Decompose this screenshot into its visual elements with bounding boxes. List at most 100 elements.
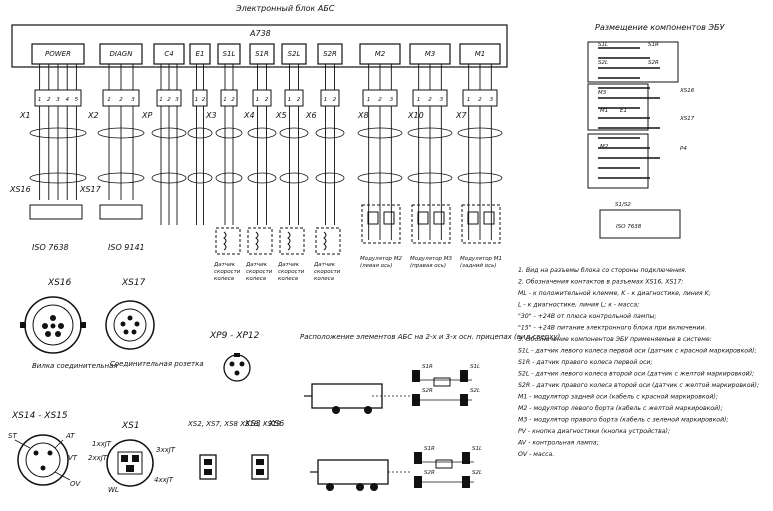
right-panel-label: S2L bbox=[598, 60, 608, 66]
modulator-caption: (задний ось) bbox=[460, 263, 497, 269]
harness-x7: X7 bbox=[455, 111, 467, 120]
sensor-caption-line: Датчик bbox=[277, 262, 300, 268]
svg-text:3xxJT: 3xxJT bbox=[156, 446, 176, 454]
note-line: S2R - датчик правого колеса второй оси (… bbox=[518, 382, 759, 389]
modulator-caption: (левая ось) bbox=[360, 263, 393, 269]
right-panel-label: P4 bbox=[680, 146, 687, 152]
note-line: ML - к положительной клемме, K - к диагн… bbox=[518, 290, 711, 297]
xs17-caption: Соединительная розетка bbox=[110, 360, 204, 368]
note-line: 3. Обозначение компонентов ЭБУ применяем… bbox=[518, 335, 712, 343]
xs3-title: XS3 - XS6 bbox=[244, 419, 284, 428]
connector-label: S1L bbox=[223, 50, 236, 58]
pin-label: 2 bbox=[119, 97, 123, 103]
ecu-box bbox=[11, 24, 508, 68]
placement-caption: Расположение элементов АБС на 2-х и 3-х … bbox=[300, 333, 561, 341]
axle-sensor-label: S2R bbox=[422, 388, 433, 394]
sensor-caption-line: скорости bbox=[214, 269, 241, 275]
xs14-xs15-connector: XS14 - XS15 ST AT VT OV bbox=[8, 411, 82, 488]
xs17-title: XS17 bbox=[121, 278, 146, 288]
svg-text:VT: VT bbox=[68, 454, 78, 462]
xp9-xp12-connector: XP9 - XP12 bbox=[209, 331, 260, 382]
connector-label: M3 bbox=[425, 50, 436, 58]
pin-label: 3 bbox=[440, 97, 444, 103]
svg-text:4xxJT: 4xxJT bbox=[154, 476, 174, 484]
note-line: OV - масса. bbox=[518, 451, 554, 458]
xs17-connector: XS17 Соединительная розетка bbox=[105, 278, 204, 368]
note-line: S1R - датчик правого колеса первой оси; bbox=[518, 359, 653, 366]
right-panel-label: M1 bbox=[600, 108, 608, 114]
xs2-connector: XS2, XS7, XS8 XS18, XS19 bbox=[187, 420, 281, 480]
pin-label: 2 bbox=[167, 97, 171, 103]
pin-label: 4 bbox=[65, 97, 69, 103]
pin-label: 3 bbox=[390, 97, 394, 103]
sensor-caption-line: колеса bbox=[278, 276, 299, 282]
right-panel-label: M2 bbox=[600, 144, 609, 150]
pin-label: 3 bbox=[175, 97, 179, 103]
xs14-title: XS14 - XS15 bbox=[11, 411, 68, 421]
xp-title: XP9 - XP12 bbox=[209, 331, 260, 341]
pin-label: 2 bbox=[265, 97, 269, 103]
wire-harness bbox=[29, 64, 503, 240]
sensor-caption-line: колеса bbox=[214, 276, 235, 282]
terminal-blocks bbox=[29, 204, 143, 220]
modulator-caption: Модулятор М3 bbox=[410, 256, 453, 262]
note-line: AV - контрольная лампа; bbox=[517, 440, 599, 447]
connector-label: POWER bbox=[45, 50, 71, 58]
sensor-caption-line: скорости bbox=[314, 269, 341, 275]
right-panel-label: ISO 7638 bbox=[616, 224, 642, 230]
harness-x10: X10 bbox=[407, 111, 424, 120]
xs1-title: XS1 bbox=[121, 421, 140, 431]
pin-label: 2 bbox=[428, 97, 432, 103]
junction-xs16-label: XS16 bbox=[9, 185, 31, 194]
axle-sensor-label: S2L bbox=[472, 470, 482, 476]
pin-label: 2 bbox=[202, 97, 206, 103]
harness-x1: X1 bbox=[19, 111, 31, 120]
pin-label: 1 bbox=[467, 97, 471, 103]
note-line: M2 - модулятор левого борта (кабель с же… bbox=[518, 404, 723, 412]
right-panel-label: S1L bbox=[598, 42, 608, 48]
note-line: 1. Вид на разъемы блока со стороны подкл… bbox=[518, 266, 687, 274]
harness-x3: X3 bbox=[205, 111, 217, 120]
connector-label: S1R bbox=[255, 50, 269, 58]
connector-label: E1 bbox=[196, 50, 205, 58]
pin-label: 2 bbox=[231, 97, 235, 103]
pin-label: 3 bbox=[490, 97, 494, 103]
connector-label: M2 bbox=[375, 50, 386, 58]
trailer-two-axle bbox=[304, 383, 410, 414]
svg-text:ST: ST bbox=[8, 432, 17, 440]
note-line: S1L - датчик левого колеса первой оси (д… bbox=[518, 348, 757, 355]
pin-label: 5 bbox=[75, 97, 79, 103]
pin-label: 1 bbox=[107, 97, 111, 103]
notes-block: 1. Вид на разъемы блока со стороны подкл… bbox=[517, 266, 759, 458]
harness-x5: X5 bbox=[275, 111, 287, 120]
connector-label: S2L bbox=[288, 50, 301, 58]
sensor-caption-line: скорости bbox=[246, 269, 273, 275]
axle-sensor-label: S1L bbox=[472, 446, 482, 452]
harness-x2: X2 bbox=[87, 111, 99, 120]
svg-text:2xxJT: 2xxJT bbox=[88, 454, 108, 462]
xs16-connector: XS16 Вилка соединительная bbox=[20, 278, 118, 370]
connector-label: M1 bbox=[475, 50, 486, 58]
note-line: S2L - датчик левого колеса второй оси (д… bbox=[518, 371, 754, 378]
pin-label: 1 bbox=[223, 97, 227, 103]
harness-x4: X4 bbox=[243, 111, 255, 120]
note-line: M3 - модулятор правого борта (кабель с з… bbox=[518, 416, 729, 424]
pin-label: 2 bbox=[378, 97, 382, 103]
sensor-caption-line: колеса bbox=[246, 276, 267, 282]
xs16-title: XS16 bbox=[47, 278, 72, 288]
modulator-caption: Модулятор М1 bbox=[460, 256, 502, 262]
pin-label: 2 bbox=[297, 97, 301, 103]
pin-label: 1 bbox=[367, 97, 371, 103]
harness-xp: XP bbox=[141, 111, 152, 120]
note-line: "30" - +24В от плюса контрольной лампы; bbox=[518, 313, 656, 320]
xs2-title: XS2, XS7, XS8 XS18, XS19 bbox=[187, 420, 281, 428]
xs1-connector: XS1 1xxJT 2xxJT 3xxJT 4xxJT WL bbox=[88, 421, 176, 494]
connector-label: DIAGN bbox=[110, 50, 134, 58]
sensor-caption-line: колеса bbox=[314, 276, 335, 282]
